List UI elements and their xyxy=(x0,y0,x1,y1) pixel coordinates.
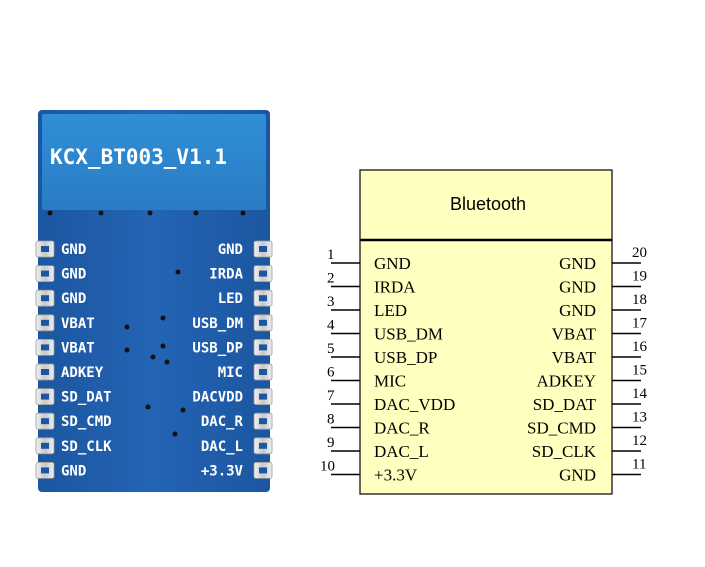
schematic-box xyxy=(359,169,613,495)
pcb-left-pin-label: ADKEY xyxy=(61,365,104,381)
pcb-pad-hole xyxy=(41,270,49,277)
schematic-pin-number: 7 xyxy=(327,388,335,404)
schematic-pin-number: 10 xyxy=(320,459,335,475)
schematic-pin-number: 8 xyxy=(327,412,335,428)
pcb-right-pin-label: USB_DM xyxy=(192,316,243,332)
pcb-left-pin-label: SD_CLK xyxy=(61,439,112,455)
schematic-pin-number: 6 xyxy=(327,365,335,381)
schematic-pin-name: DAC_R xyxy=(374,419,430,438)
board-vias xyxy=(124,269,186,437)
pcb-pad-hole xyxy=(41,467,49,474)
pcb-right-pin-label: IRDA xyxy=(209,267,243,283)
pcb-left-pin-label: VBAT xyxy=(61,340,95,356)
schematic-pin-number: 12 xyxy=(632,433,647,449)
pcb-right-pin-label: USB_DP xyxy=(192,340,243,356)
schematic-pin-name: VBAT xyxy=(552,325,597,344)
pcb-pad-hole xyxy=(259,246,267,252)
schematic-pin-number: 5 xyxy=(327,341,335,357)
schematic-pin-number: 4 xyxy=(327,318,335,334)
pcb-pad-hole xyxy=(259,319,267,326)
pcb-left-pin-label: GND xyxy=(61,463,86,479)
schematic-pin-name: ADKEY xyxy=(537,372,597,391)
schematic-left-pins: 1 GND 2 IRDA 3 LED 4 USB_DM 5 USB_DP 6 MIC 7 DAC_VDD 8… xyxy=(320,247,455,485)
via-row xyxy=(47,210,246,216)
schematic-pin-name: GND xyxy=(559,466,596,485)
schematic-pin-number: 15 xyxy=(632,363,647,379)
bt-module-board: KCX_BT003_V1.1 GND GND GND VBAT VBAT ADKEY SD_… xyxy=(35,110,273,492)
pcb-pad-hole xyxy=(41,319,49,326)
pcb-pad-hole xyxy=(41,246,49,252)
pcb-pad-hole xyxy=(259,369,267,375)
left-pad-column xyxy=(35,240,55,479)
right-pin-labels: GND IRDA LED USB_DM USB_DP MIC DACVDD DAC_R DAC_… xyxy=(192,242,243,479)
module-label: KCX_BT003_V1.1 xyxy=(50,145,227,169)
pcb-left-pin-label: SD_CMD xyxy=(61,414,112,430)
schematic-pin-number: 1 xyxy=(327,247,335,263)
pcb-left-pin-label: SD_DAT xyxy=(61,390,112,406)
schematic-title: Bluetooth xyxy=(450,194,526,214)
pcb-right-pin-label: +3.3V xyxy=(201,463,244,479)
pcb-pad-hole xyxy=(41,295,49,302)
pcb-right-pin-label: LED xyxy=(218,291,243,307)
pcb-pad-hole xyxy=(41,418,49,425)
schematic-pin-name: GND xyxy=(559,301,596,320)
schematic-pin-name: USB_DP xyxy=(374,348,437,367)
schematic-pin-name: SD_CLK xyxy=(532,442,597,461)
pcb-pad-hole xyxy=(41,344,49,351)
pcb-left-pin-label: GND xyxy=(61,291,86,307)
pcb-pad-hole xyxy=(41,442,49,449)
schematic-pin-name: VBAT xyxy=(552,348,597,367)
pcb-right-pin-label: GND xyxy=(218,242,243,258)
pcb-pad-hole xyxy=(259,418,267,425)
schematic-pin-name: +3.3V xyxy=(374,466,418,485)
pcb-pad-hole xyxy=(259,295,267,302)
pcb-right-pin-label: DACVDD xyxy=(192,390,243,406)
schematic-pin-number: 2 xyxy=(327,271,335,287)
schematic-pin-name: USB_DM xyxy=(374,325,443,344)
schematic-pin-name: DAC_VDD xyxy=(374,395,455,414)
schematic-pin-number: 9 xyxy=(327,435,335,451)
pcb-pad-hole xyxy=(259,393,267,400)
schematic-pin-name: DAC_L xyxy=(374,442,429,461)
schematic-pin-number: 18 xyxy=(632,292,647,308)
schematic-pin-name: LED xyxy=(374,301,407,320)
schematic-pin-name: SD_CMD xyxy=(527,419,596,438)
schematic-pin-number: 14 xyxy=(632,386,648,402)
pcb-left-pin-label: VBAT xyxy=(61,316,95,332)
right-pad-column xyxy=(253,240,273,479)
pcb-right-pin-label: MIC xyxy=(218,365,243,381)
pcb-pad-hole xyxy=(259,467,267,474)
pcb-pad-hole xyxy=(41,393,49,400)
schematic-pin-name: IRDA xyxy=(374,278,416,297)
schematic-pin-number: 19 xyxy=(632,269,647,285)
schematic-pin-number: 17 xyxy=(632,316,648,332)
schematic-pin-name: SD_DAT xyxy=(533,395,597,414)
schematic-pin-number: 11 xyxy=(632,457,646,473)
schematic-pin-name: GND xyxy=(559,278,596,297)
schematic-pin-name: GND xyxy=(559,254,596,273)
pcb-left-pin-label: GND xyxy=(61,267,86,283)
schematic-pin-number: 16 xyxy=(632,339,648,355)
pcb-antenna-area xyxy=(42,114,266,210)
schematic-pin-number: 3 xyxy=(327,294,335,310)
pcb-pad-hole xyxy=(259,442,267,449)
pcb-left-pin-label: GND xyxy=(61,242,86,258)
pcb-pad-hole xyxy=(259,270,267,277)
schematic-pin-number: 20 xyxy=(632,245,647,261)
pcb-pad-hole xyxy=(259,344,267,351)
schematic-right-pins: 20GND19GND18GND17VBAT16VBAT15ADKEY14SD_D… xyxy=(527,245,647,485)
schematic-pin-name: MIC xyxy=(374,372,406,391)
schematic-pin-number: 13 xyxy=(632,410,647,426)
left-pin-labels: GND GND GND VBAT VBAT ADKEY SD_DAT SD_CMD SD_CLK… xyxy=(61,242,112,479)
schematic-pin-name: GND xyxy=(374,254,411,273)
pcb-right-pin-label: DAC_L xyxy=(201,439,243,455)
pcb-pad-hole xyxy=(41,369,49,375)
pcb-right-pin-label: DAC_R xyxy=(201,414,244,430)
